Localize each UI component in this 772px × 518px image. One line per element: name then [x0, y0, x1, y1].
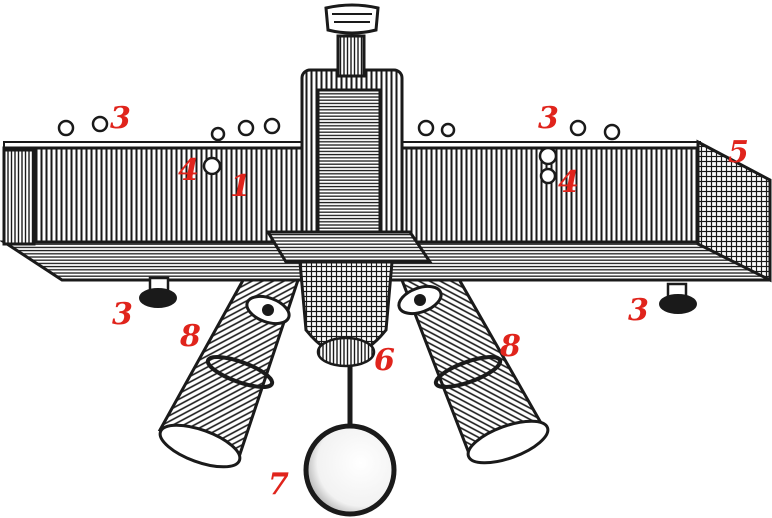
label-4-left: 4: [178, 153, 199, 188]
label-1: 1: [230, 169, 251, 204]
label-6: 6: [374, 343, 395, 378]
label-3-top-left: 3: [110, 101, 131, 136]
side-screws: [202, 146, 558, 185]
right-telescope: [393, 244, 550, 465]
label-8-left: 8: [180, 319, 201, 354]
plumb-housing: [298, 260, 394, 368]
label-3-bottom-left: 3: [112, 297, 133, 332]
top-screws: [57, 115, 621, 142]
label-7: 7: [268, 467, 289, 502]
label-5: 5: [728, 135, 749, 170]
central-post: [300, 3, 404, 244]
label-3-bottom-right: 3: [628, 293, 649, 328]
label-8-right: 8: [500, 329, 521, 364]
label-4-right: 4: [558, 165, 579, 200]
foot-screws: [139, 276, 697, 314]
mount-plate: [265, 230, 433, 264]
label-3-top-right: 3: [538, 101, 559, 136]
plumb-bob: [303, 366, 397, 517]
